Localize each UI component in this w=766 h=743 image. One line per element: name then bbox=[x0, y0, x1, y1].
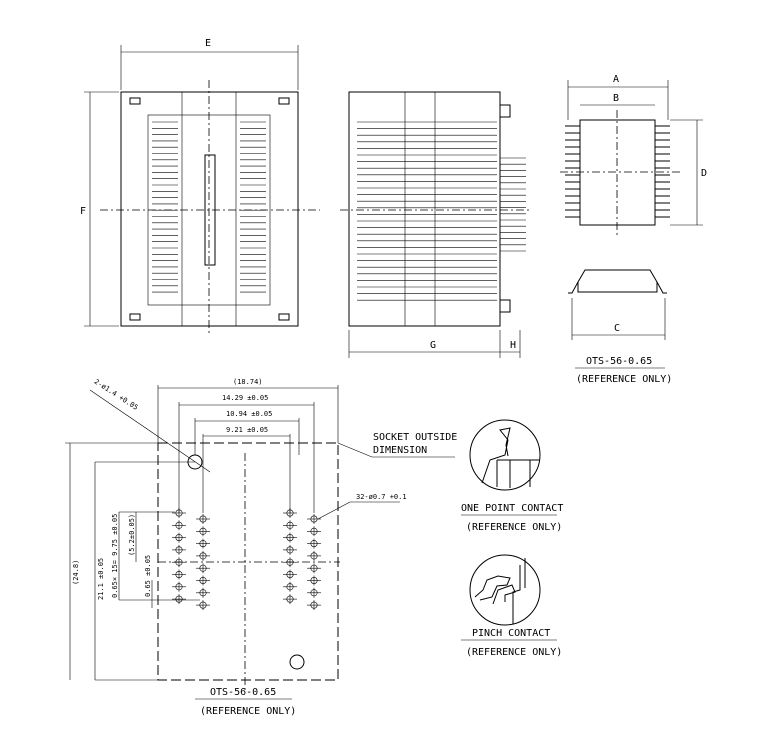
dim-d-label: D bbox=[701, 168, 707, 179]
one-point-contact-title: ONE POINT CONTACT bbox=[461, 503, 563, 514]
dim-height-overall: (24.8) bbox=[72, 560, 80, 585]
mount-hole bbox=[289, 654, 305, 670]
dim-height-holes: 21.1 ±0.05 bbox=[97, 558, 105, 600]
dim-c-label: C bbox=[614, 323, 620, 334]
pinch-contact-detail: PINCH CONTACT (REFERENCE ONLY) bbox=[461, 554, 562, 658]
package-view: A B D C OTS-56-0.65 (REFERENCE ONLY) bbox=[560, 74, 707, 385]
pinch-contact-title: PINCH CONTACT bbox=[472, 628, 550, 639]
dim-h-label: H bbox=[510, 340, 516, 351]
dim-outer-pitch: 14.29 ±0.05 bbox=[222, 394, 268, 402]
package-title: OTS-56-0.65 bbox=[586, 356, 652, 367]
dim-g-label: G bbox=[430, 340, 436, 351]
mount-hole-spec: 2-ø1.4 +0.05 bbox=[93, 378, 140, 412]
socket-outside-label-1: SOCKET OUTSIDE bbox=[373, 432, 457, 443]
dim-mid-pitch: 10.94 ±0.05 bbox=[226, 410, 272, 418]
socket-top-view: E F bbox=[80, 38, 320, 335]
dim-half-span: (5.2±0.05) bbox=[128, 514, 136, 556]
dim-inner-pitch: 9.21 ±0.05 bbox=[226, 426, 268, 434]
one-point-contact-detail: ONE POINT CONTACT (REFERENCE ONLY) bbox=[461, 419, 563, 533]
pinch-contact-note: (REFERENCE ONLY) bbox=[466, 647, 562, 658]
one-point-contact-note: (REFERENCE ONLY) bbox=[466, 522, 562, 533]
dim-b-label: B bbox=[613, 93, 619, 104]
dim-f-label: F bbox=[80, 206, 86, 217]
dim-e-label: E bbox=[205, 38, 211, 49]
dim-overall: (18.74) bbox=[233, 378, 263, 386]
footprint-title: OTS-56-0.65 bbox=[210, 687, 276, 698]
socket-outside-label-2: DIMENSION bbox=[373, 445, 427, 456]
dim-pin-span: 0.65× 15= 9.75 ±0.05 bbox=[111, 514, 119, 598]
footprint-view: (18.74) 14.29 ±0.05 10.94 ±0.05 9.21 ±0.… bbox=[65, 378, 457, 717]
dim-a-label: A bbox=[613, 74, 619, 85]
pin-hole-spec: 32-ø0.7 +0.1 bbox=[356, 493, 407, 501]
dim-pitch: 0.65 ±0.05 bbox=[144, 555, 152, 597]
footprint-note: (REFERENCE ONLY) bbox=[200, 706, 296, 717]
socket-side-view: G H bbox=[340, 91, 530, 358]
package-note: (REFERENCE ONLY) bbox=[576, 374, 672, 385]
